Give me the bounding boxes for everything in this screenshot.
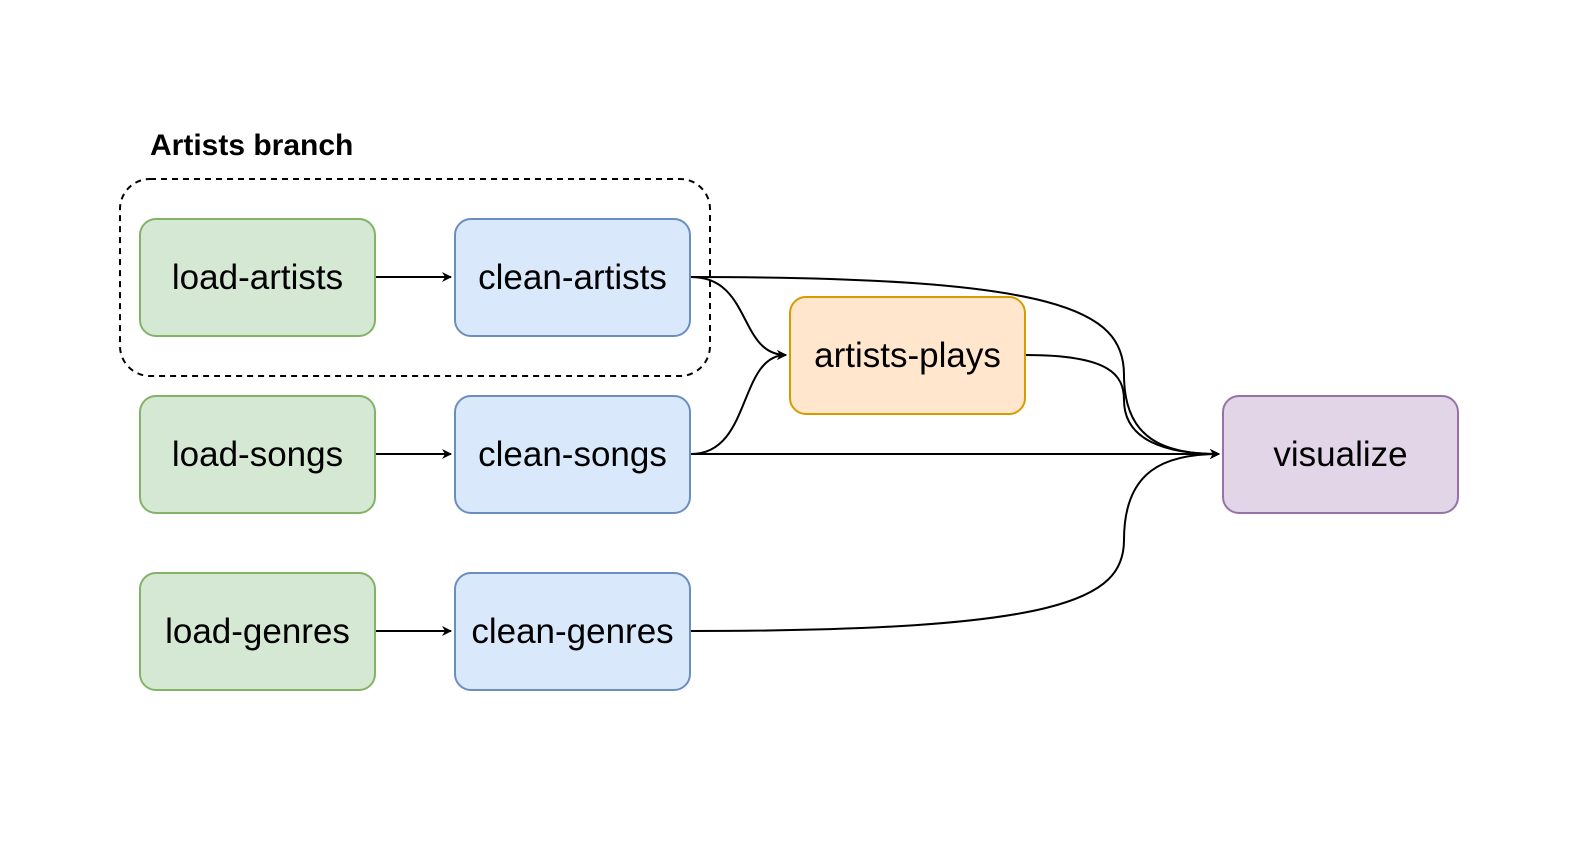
node-label: load-songs — [171, 434, 344, 474]
group-title: Artists branch — [150, 129, 354, 162]
node-load-genres[interactable]: load-genres — [139, 572, 376, 691]
node-clean-artists[interactable]: clean-artists — [454, 218, 691, 337]
node-label: artists-plays — [814, 335, 1001, 375]
node-artists-plays[interactable]: artists-plays — [789, 296, 1026, 415]
node-load-songs[interactable]: load-songs — [139, 395, 376, 514]
node-label: load-artists — [171, 257, 344, 297]
node-label: visualize — [1273, 434, 1408, 474]
node-load-artists[interactable]: load-artists — [139, 218, 376, 337]
edge-clean-songs-to-artists-plays — [690, 350, 787, 455]
node-label: clean-artists — [478, 257, 667, 297]
node-label: clean-genres — [471, 611, 674, 651]
node-visualize[interactable]: visualize — [1222, 395, 1459, 514]
node-label: clean-songs — [478, 434, 667, 474]
node-clean-genres[interactable]: clean-genres — [454, 572, 691, 691]
edge-clean-artists-to-artists-plays — [690, 276, 787, 360]
node-label: load-genres — [165, 611, 350, 651]
artists-branch-group — [119, 178, 711, 377]
node-clean-songs[interactable]: clean-songs — [454, 395, 691, 514]
edge-clean-genres-to-visualize — [690, 449, 1220, 632]
edge-clean-artists-to-visualize — [690, 276, 1220, 459]
edge-artists-plays-to-visualize — [1025, 354, 1220, 459]
